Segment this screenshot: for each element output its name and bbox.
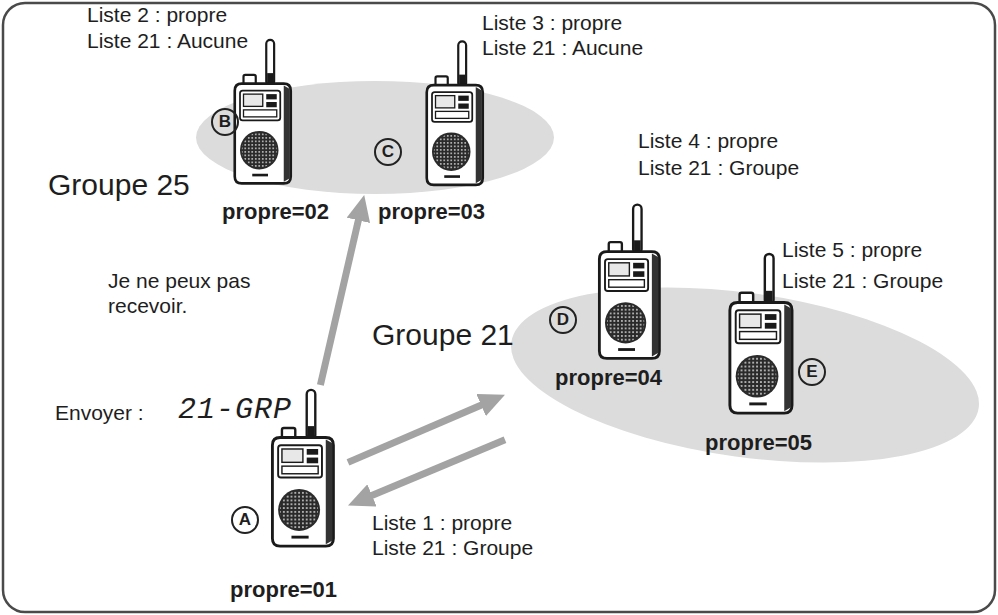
radio-unit: Envoyer :21-GRPAListe 1 : propreListe 21… [228, 385, 348, 600]
own-id: propre=03 [378, 199, 485, 225]
list-setting: Liste 4 : propre [638, 128, 778, 153]
list-setting: Liste 21 : Groupe [638, 155, 799, 180]
group-name: Groupe 25 [48, 167, 190, 203]
list-setting: Liste 21 : Groupe [372, 535, 533, 560]
send-label: Envoyer : [55, 400, 144, 425]
group-area [500, 261, 990, 489]
signal-arrow [320, 213, 360, 385]
own-id: propre=01 [230, 577, 337, 603]
unit-letter: D [549, 306, 577, 334]
unit-letter: C [374, 138, 402, 166]
list-setting: Liste 5 : propre [782, 237, 922, 262]
list-setting: Liste 21 : Groupe [782, 268, 943, 293]
group-ellipse: Groupe 25Liste 2 : propreListe 21 : Aucu… [195, 80, 555, 195]
own-id: propre=05 [705, 430, 812, 456]
outer-frame [3, 3, 995, 612]
list-setting: Liste 2 : propre [87, 2, 227, 27]
unit-letter: B [211, 108, 239, 136]
signal-arrow [348, 402, 488, 462]
group-name: Groupe 21 [372, 317, 514, 353]
list-setting: Liste 1 : propre [372, 510, 512, 535]
own-id: propre=04 [555, 365, 662, 391]
unit-letter: E [798, 358, 826, 386]
unit-letter: A [231, 506, 259, 534]
list-setting: Liste 21 : Aucune [482, 35, 643, 60]
group-area [196, 81, 554, 194]
own-id: propre=02 [222, 199, 329, 225]
group-ellipse: Groupe 21Liste 4 : propreListe 21 : Grou… [505, 285, 985, 465]
list-setting: Liste 3 : propre [482, 10, 622, 35]
edge-label: Je ne peux pas recevoir. [108, 268, 278, 318]
list-setting: Liste 21 : Aucune [87, 28, 248, 53]
signal-arrow [365, 440, 505, 499]
lcd-readout: 21-GRP [178, 392, 292, 428]
group-outline [195, 80, 555, 195]
